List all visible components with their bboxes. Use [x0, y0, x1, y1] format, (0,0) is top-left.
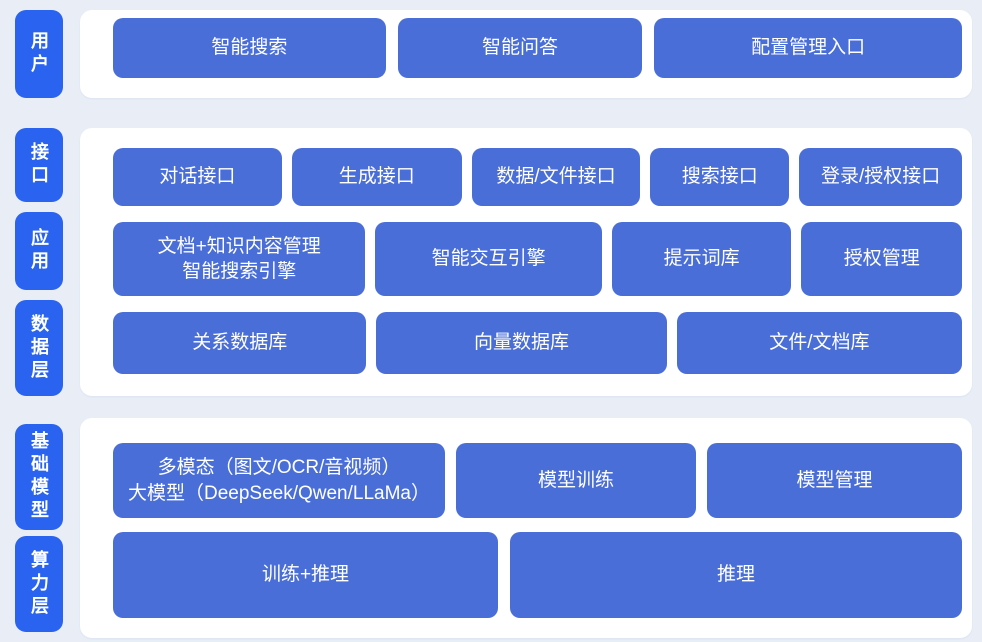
btn-dialog-api: 对话接口	[113, 148, 282, 206]
btn-training-inference: 训练+推理	[113, 532, 498, 618]
btn-model-training-label: 模型训练	[537, 469, 614, 491]
btn-dialog-api-label: 对话接口	[159, 166, 236, 188]
btn-config-admin-entry: 配置管理入口	[654, 18, 962, 78]
btn-model-training: 模型训练	[456, 443, 696, 518]
btn-interactive-engine: 智能交互引擎	[375, 222, 602, 296]
application-row: 文档+知识内容管理 智能搜索引擎 智能交互引擎 提示词库 授权管理	[113, 222, 963, 296]
interface-app-data-panel: 对话接口 生成接口 数据/文件接口 搜索接口 登录/授权接口 文档+知识内容管理	[80, 128, 972, 396]
btn-search-api: 搜索接口	[650, 148, 790, 206]
layer-label-user: 用户	[15, 10, 63, 98]
btn-doc-knowledge-line1: 文档+知识内容管理	[157, 235, 321, 257]
btn-smart-search: 智能搜索	[113, 18, 386, 78]
btn-generation-api-label: 生成接口	[338, 166, 415, 188]
btn-smart-qa-label: 智能问答	[482, 37, 559, 59]
btn-auth-management: 授权管理	[801, 222, 963, 296]
layer-label-interface: 接口	[15, 128, 63, 202]
btn-prompt-library-label: 提示词库	[663, 248, 740, 270]
btn-search-api-label: 搜索接口	[681, 166, 758, 188]
layer-label-foundation-model-text: 基础模型	[29, 431, 49, 523]
layer-group-user: 用户 智能搜索 智能问答 配置管理入口	[15, 10, 972, 98]
layer-label-application: 应用	[15, 212, 63, 290]
layer-label-compute-text: 算力层	[29, 549, 49, 619]
layer-label-interface-text: 接口	[29, 142, 49, 188]
btn-smart-qa: 智能问答	[397, 18, 643, 78]
user-panel: 智能搜索 智能问答 配置管理入口	[80, 10, 972, 98]
layer-label-data-text: 数据层	[29, 313, 49, 383]
btn-config-admin-entry-label: 配置管理入口	[751, 37, 866, 59]
btn-prompt-library: 提示词库	[611, 222, 792, 296]
btn-vector-db: 向量数据库	[376, 312, 667, 374]
btn-doc-knowledge-line2: 智能搜索引擎	[182, 261, 297, 282]
btn-smart-search-label: 智能搜索	[211, 37, 288, 59]
btn-multimodal-llm-line1: 多模态（图文/OCR/音视频）	[157, 457, 401, 479]
btn-multimodal-llm-line2: 大模型（DeepSeek/Qwen/LLaMa）	[127, 482, 430, 504]
interface-row: 对话接口 生成接口 数据/文件接口 搜索接口 登录/授权接口	[113, 148, 963, 206]
btn-data-file-api-label: 数据/文件接口	[496, 166, 616, 188]
layer-group-model-compute: 基础模型 算力层 多模态（图文/OCR/音视频） 大模型（DeepSeek/Qw…	[15, 418, 972, 638]
layer-group-interface-app-data: 接口 应用 数据层 对话接口 生成接口 数据/文件接口 搜	[15, 128, 972, 396]
btn-generation-api: 生成接口	[291, 148, 462, 206]
data-row: 关系数据库 向量数据库 文件/文档库	[113, 312, 962, 374]
btn-data-file-api: 数据/文件接口	[471, 148, 641, 206]
layer-labels-interface-app-data: 接口 应用 数据层	[15, 128, 63, 396]
layer-label-data: 数据层	[15, 300, 63, 396]
btn-inference: 推理	[510, 532, 962, 618]
btn-multimodal-llm: 多模态（图文/OCR/音视频） 大模型（DeepSeek/Qwen/LLaMa）	[113, 443, 445, 518]
btn-interactive-engine-label: 智能交互引擎	[431, 248, 546, 270]
btn-inference-label: 推理	[716, 564, 755, 586]
layer-label-user-text: 用户	[29, 31, 49, 77]
btn-login-auth-api: 登录/授权接口	[799, 148, 963, 206]
btn-model-management-label: 模型管理	[796, 469, 873, 491]
btn-login-auth-api-label: 登录/授权接口	[820, 166, 941, 188]
btn-model-management: 模型管理	[707, 443, 962, 518]
btn-vector-db-label: 向量数据库	[474, 332, 570, 354]
foundation-model-row: 多模态（图文/OCR/音视频） 大模型（DeepSeek/Qwen/LLaMa）…	[113, 443, 962, 518]
layer-label-foundation-model: 基础模型	[15, 424, 63, 530]
btn-file-doc-store: 文件/文档库	[676, 312, 962, 374]
compute-row: 训练+推理 推理	[113, 532, 962, 618]
user-row: 智能搜索 智能问答 配置管理入口	[113, 18, 962, 78]
btn-relational-db: 关系数据库	[113, 312, 367, 374]
layer-labels-model-compute: 基础模型 算力层	[15, 418, 63, 638]
btn-doc-knowledge-search-engine: 文档+知识内容管理 智能搜索引擎	[113, 222, 366, 296]
layer-label-application-text: 应用	[29, 228, 49, 274]
btn-training-inference-label: 训练+推理	[261, 564, 350, 586]
layer-labels-user: 用户	[15, 10, 63, 98]
btn-relational-db-label: 关系数据库	[192, 332, 288, 354]
btn-file-doc-store-label: 文件/文档库	[769, 332, 870, 354]
model-compute-panel: 多模态（图文/OCR/音视频） 大模型（DeepSeek/Qwen/LLaMa）…	[80, 418, 972, 638]
layer-label-compute: 算力层	[15, 536, 63, 632]
btn-auth-management-label: 授权管理	[843, 248, 920, 270]
